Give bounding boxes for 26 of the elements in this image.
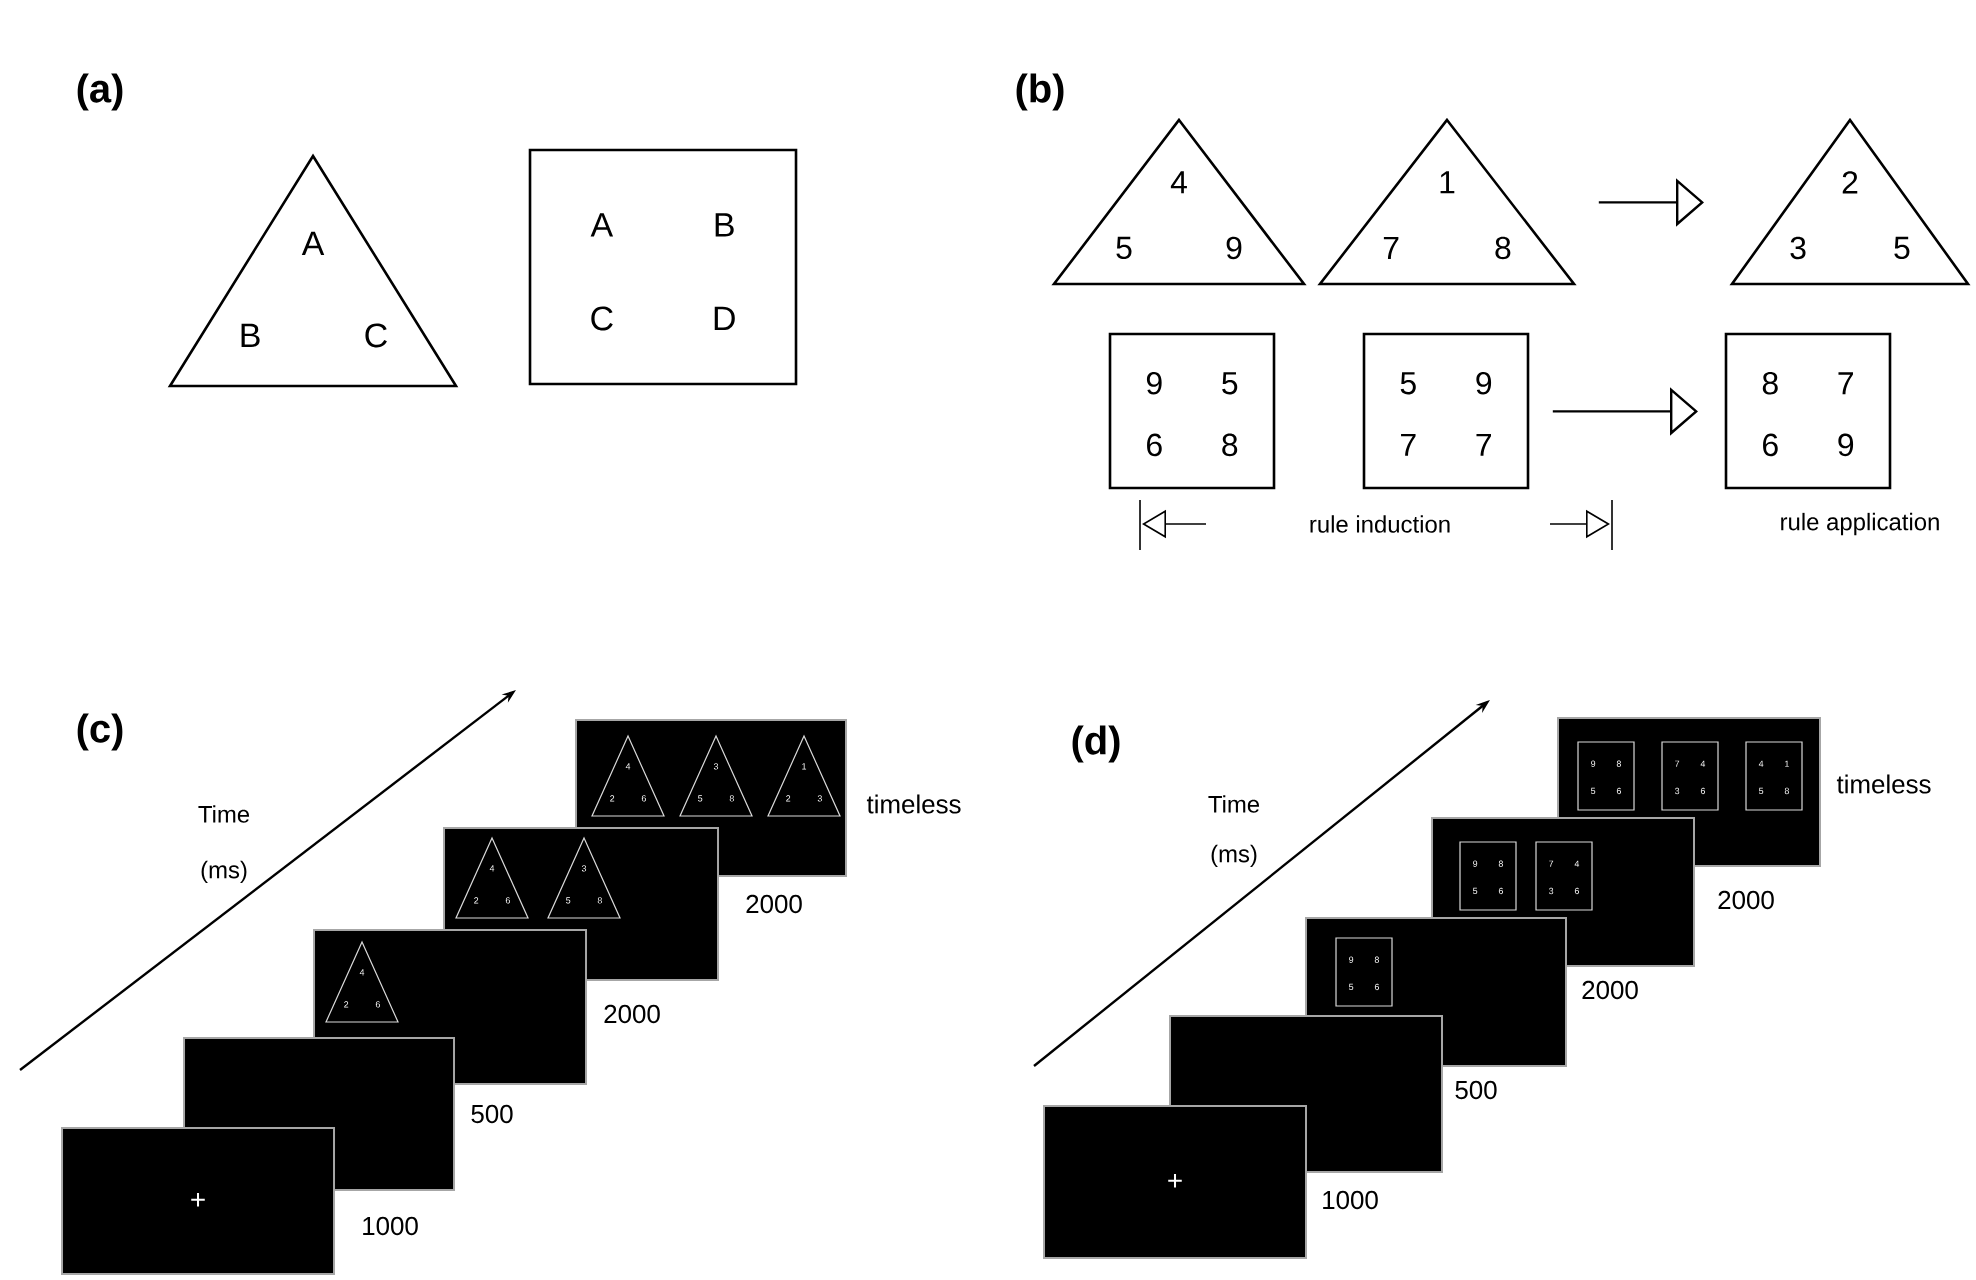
axis-label: Time [198, 805, 250, 823]
panel-label: (d) [1072, 725, 1120, 763]
phase-label: rule induction [1310, 515, 1450, 533]
square-figure: 8 7 6 9 [1724, 332, 1892, 490]
square-figure: A B C D [528, 148, 798, 386]
axis-label: Time [1208, 795, 1260, 813]
duration-label: 500 [1455, 1080, 1497, 1100]
panel-label: (b) [1016, 73, 1064, 111]
axis-label: (ms) [1211, 844, 1257, 868]
panel-label: (c) [77, 713, 123, 751]
duration-label: timeless [866, 794, 961, 814]
duration-label: 2000 [1718, 890, 1774, 910]
square-figure: 5 9 7 7 [1362, 332, 1530, 490]
phase-label: rule application [1781, 512, 1939, 536]
duration-label: 1000 [1323, 1190, 1378, 1210]
duration-label: timeless [1836, 774, 1931, 794]
duration-label: 2000 [1582, 980, 1638, 1000]
duration-label: 500 [471, 1104, 513, 1124]
duration-label: 2000 [604, 1004, 660, 1024]
screen: + [61, 1127, 335, 1275]
square-figure: 9 5 6 8 [1108, 332, 1276, 490]
duration-label: 2000 [746, 894, 802, 914]
screen: + [1043, 1105, 1307, 1259]
panel-label: (a) [77, 73, 123, 111]
axis-label: (ms) [201, 860, 247, 884]
duration-label: 1000 [363, 1216, 418, 1236]
